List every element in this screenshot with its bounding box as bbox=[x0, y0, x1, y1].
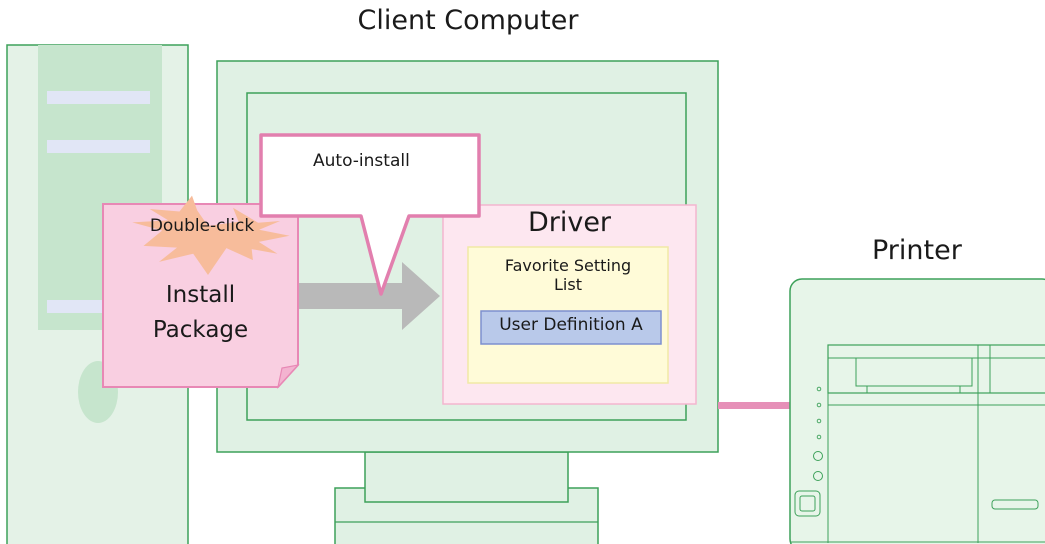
drive-bay bbox=[47, 140, 150, 153]
favorite-setting-list-line2: List bbox=[554, 275, 582, 294]
install-package-line1: Install bbox=[165, 282, 236, 308]
drive-bay bbox=[47, 91, 150, 104]
auto-install-label: Auto-install bbox=[313, 151, 410, 171]
indicator-light bbox=[816, 418, 822, 424]
diagram-title: Client Computer bbox=[357, 5, 579, 36]
favorite-setting-list-line1: Favorite Setting bbox=[504, 256, 632, 275]
indicator-light bbox=[816, 386, 822, 392]
indicator-light bbox=[816, 434, 822, 440]
install-arrow bbox=[296, 262, 440, 330]
indicator-light bbox=[816, 402, 822, 408]
driver-title: Driver bbox=[527, 207, 612, 238]
auto-install-callout bbox=[259, 133, 481, 296]
page-fold bbox=[276, 364, 300, 390]
printer-button bbox=[813, 451, 823, 461]
monitor-stand bbox=[364, 451, 569, 503]
user-definition-item bbox=[480, 310, 662, 345]
double-click-label: Double-click bbox=[149, 216, 255, 236]
paper-slot bbox=[855, 357, 973, 387]
printer-label: Printer bbox=[872, 235, 962, 266]
install-package-line2: Package bbox=[152, 317, 249, 343]
double-click-starburst bbox=[132, 195, 290, 275]
printer bbox=[789, 278, 1045, 544]
printer-handle bbox=[991, 499, 1039, 510]
power-switch bbox=[794, 490, 821, 517]
printer-cable bbox=[718, 402, 792, 409]
printer-button bbox=[813, 471, 823, 481]
user-definition-label: User Definition A bbox=[499, 315, 643, 335]
